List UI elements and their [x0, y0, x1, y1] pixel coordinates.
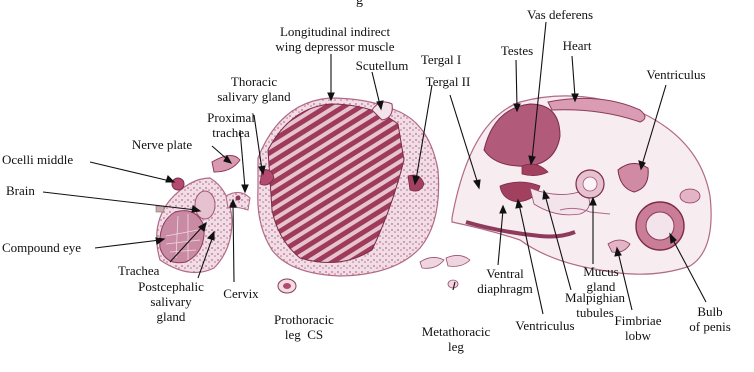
- label-testes: Testes: [493, 43, 541, 58]
- label-proximal-trachea: Proximal trachea: [198, 110, 264, 140]
- label-cervix: Cervix: [218, 286, 264, 301]
- label-nerve-plate: Nerve plate: [112, 137, 212, 152]
- label-prothoracic-leg-cs: Prothoracic leg CS: [260, 312, 348, 342]
- label-tergal-2: Tergal II: [413, 74, 483, 89]
- head-region: [156, 155, 240, 272]
- label-ventral-diaphragm: Ventral diaphragm: [470, 266, 540, 296]
- label-mucus-gland: Mucus gland: [575, 264, 627, 294]
- label-thoracic-salivary-gland: Thoracic salivary gland: [207, 74, 301, 104]
- figure-title: g: [356, 0, 363, 8]
- ocelli-middle-shape: [172, 178, 184, 190]
- mucus-gland-lumen: [583, 177, 597, 191]
- label-tergal-1: Tergal I: [412, 52, 470, 67]
- label-bulb-of-penis: Bulb of penis: [672, 304, 748, 334]
- label-heart: Heart: [555, 38, 599, 53]
- thorax-region: [258, 98, 439, 276]
- label-ventriculus-bottom: Ventriculus: [505, 318, 585, 333]
- label-ventriculus-top: Ventriculus: [636, 67, 716, 82]
- metathoracic-leg-shape: [420, 255, 470, 288]
- abdomen-region: [452, 96, 711, 274]
- antenna-fragment: [156, 206, 164, 212]
- brain-shape: [195, 191, 215, 219]
- label-brain: Brain: [6, 183, 56, 198]
- testes-shape: [484, 104, 560, 166]
- label-trachea: Trachea: [118, 263, 178, 278]
- label-vas-deferens: Vas deferens: [505, 7, 615, 22]
- prothoracic-leg-shape: [278, 279, 296, 293]
- label-postcephalic-salivary-gland: Postcephalic salivary gland: [125, 279, 217, 324]
- label-longitudinal-muscle: Longitudinal indirect wing depressor mus…: [268, 24, 402, 54]
- label-compound-eye: Compound eye: [2, 240, 106, 255]
- label-ocelli-middle: Ocelli middle: [2, 152, 106, 167]
- label-fimbriae-lobw: Fimbriae lobw: [605, 313, 671, 343]
- label-metathoracic-leg: Metathoracic leg: [410, 324, 502, 354]
- label-scutellum: Scutellum: [346, 58, 418, 73]
